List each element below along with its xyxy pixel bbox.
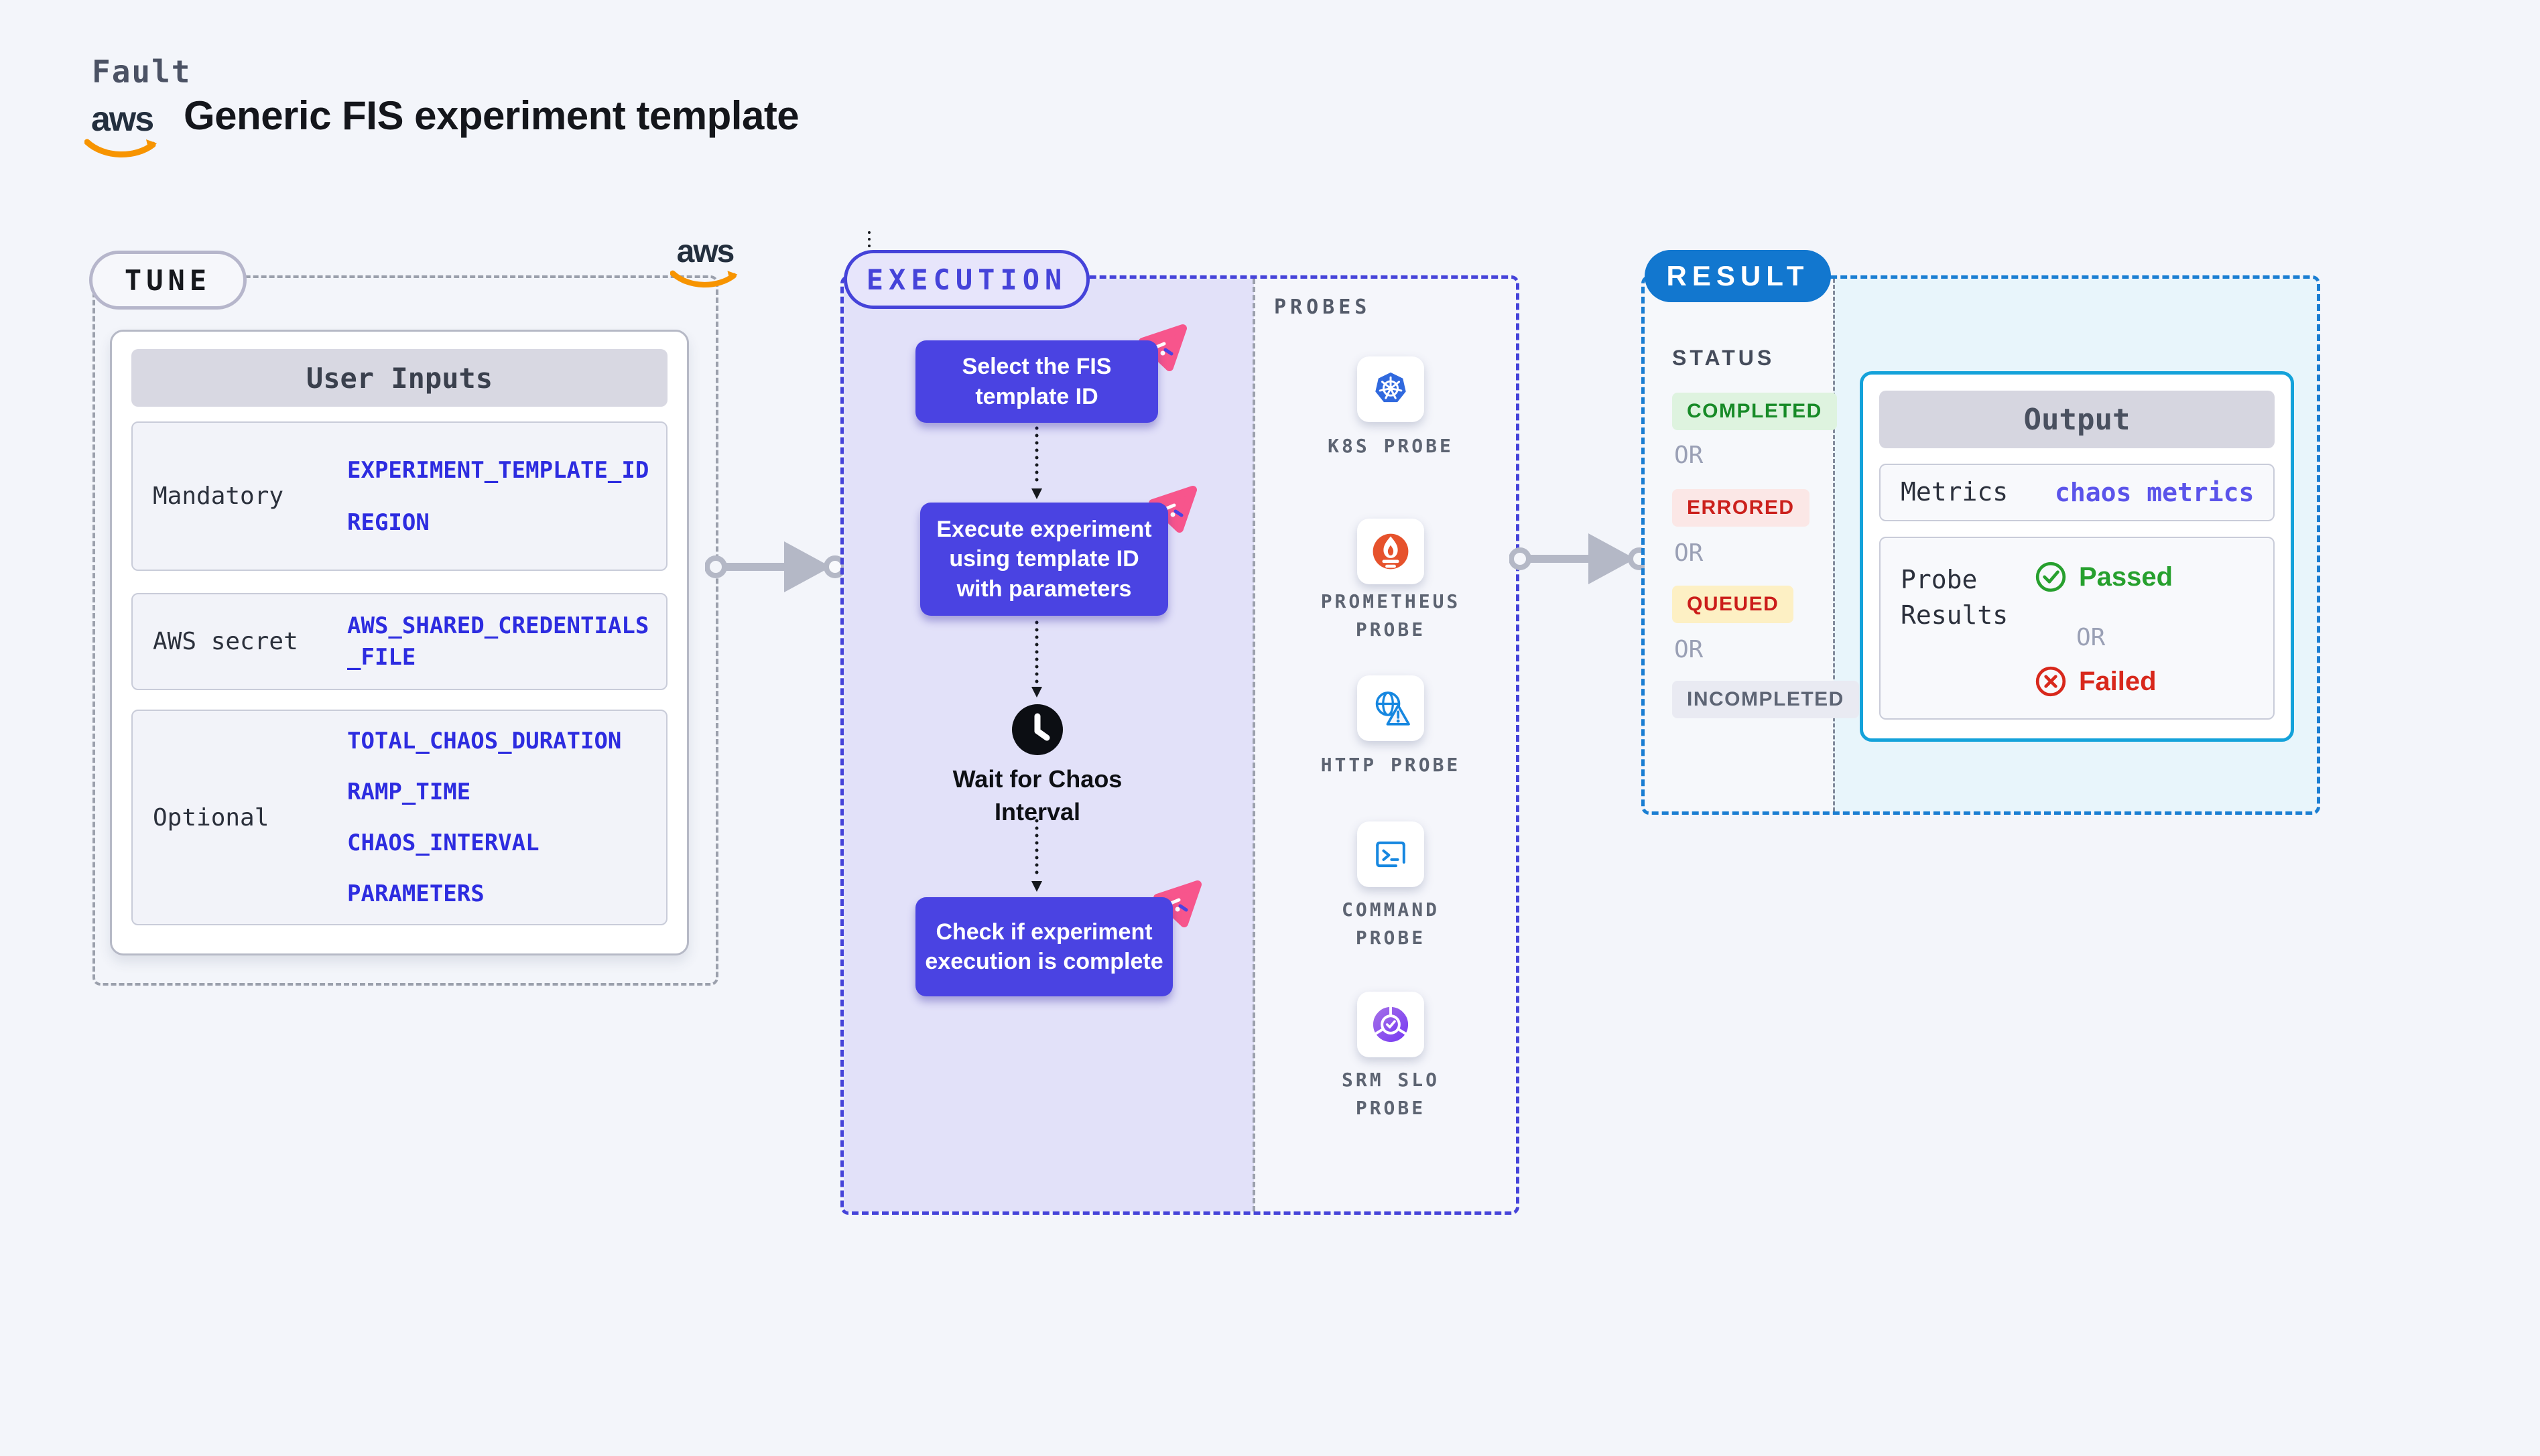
probe-card-http <box>1357 675 1424 741</box>
flow-arrow-tune-to-execution <box>705 541 846 592</box>
passed-result: Passed <box>2035 561 2173 593</box>
probe-results-label: Probe Results <box>1901 565 2009 631</box>
or-label: OR <box>1674 442 1704 469</box>
dotted-arrow <box>1031 426 1042 499</box>
param-value: CHAOS_INTERVAL <box>347 830 539 856</box>
step-check-complete: Check if experiment execution is complet… <box>915 897 1173 996</box>
output-header: Output <box>1879 391 2275 448</box>
or-label: OR <box>2076 624 2106 651</box>
failed-label: Failed <box>2079 666 2157 696</box>
param-value: PARAMETERS <box>347 880 485 907</box>
status-badge-queued: QUEUED <box>1672 586 1794 623</box>
metrics-row: Metrics chaos metrics <box>1879 464 2275 521</box>
probe-card-k8s <box>1357 356 1424 422</box>
terminal-icon <box>1376 841 1405 868</box>
execution-pill: EXECUTION <box>844 250 1090 309</box>
metrics-label: Metrics <box>1901 477 2009 507</box>
execution-section: Select the FIS template ID Execute exper… <box>840 231 1519 1215</box>
probe-label: PROMETHEUS PROBE <box>1320 590 1461 641</box>
tune-section <box>92 275 718 986</box>
aws-wordmark: aws <box>676 234 735 269</box>
probes-divider <box>1253 279 1255 1211</box>
aws-smile-icon <box>670 270 738 288</box>
output-table: Output Metrics chaos metrics Probe Resul… <box>1860 371 2294 742</box>
status-badge-incompleted: INCOMPLETED <box>1672 681 1859 718</box>
probe-card-prometheus <box>1357 519 1424 584</box>
kubernetes-icon <box>1375 372 1406 403</box>
param-value: EXPERIMENT_TEMPLATE_ID <box>347 456 649 484</box>
row-label: AWS secret <box>153 628 298 655</box>
table-row-optional: Optional TOTAL_CHAOS_DURATION RAMP_TIME … <box>131 710 668 925</box>
metrics-value: chaos metrics <box>2055 478 2255 507</box>
param-value: TOTAL_CHAOS_DURATION <box>347 728 622 754</box>
wait-for-chaos-label: Wait for Chaos Interval <box>952 765 1123 825</box>
tune-pill: TUNE <box>89 251 247 310</box>
probe-label: SRM SLO PROBE <box>1341 1069 1440 1119</box>
status-badge-completed: COMPLETED <box>1672 393 1837 430</box>
row-label: Optional <box>153 803 269 832</box>
step-select-template: Select the FIS template ID <box>915 340 1158 423</box>
aws-logo: aws <box>84 102 160 161</box>
dotted-arrow <box>1031 819 1042 892</box>
result-pill: RESULT <box>1645 250 1831 302</box>
param-value: REGION <box>347 509 430 536</box>
result-section: STATUS COMPLETED OR ERRORED OR QUEUED OR… <box>1641 275 2320 815</box>
failed-result: Failed <box>2035 665 2157 698</box>
or-label: OR <box>1674 636 1704 663</box>
or-label: OR <box>1674 539 1704 567</box>
table-row-mandatory: Mandatory EXPERIMENT_TEMPLATE_ID REGION <box>131 421 668 571</box>
user-inputs-table: User Inputs Mandatory EXPERIMENT_TEMPLAT… <box>110 330 689 955</box>
step-execute-experiment: Execute experiment using template ID wit… <box>920 503 1168 616</box>
status-title: STATUS <box>1672 346 1775 370</box>
check-circle-icon <box>2035 561 2066 592</box>
result-divider <box>1833 279 1835 811</box>
param-value: RAMP_TIME <box>347 779 471 805</box>
param-value: _FILE <box>347 644 416 671</box>
slo-donut-check-icon <box>1373 1006 1409 1043</box>
status-badge-errored: ERRORED <box>1672 489 1809 527</box>
http-globe-warning-icon <box>1375 691 1410 726</box>
flow-arrow-execution-to-result <box>1509 533 1650 584</box>
user-inputs-header: User Inputs <box>131 349 668 407</box>
probe-results-row: Probe Results Passed OR Failed <box>1879 537 2275 720</box>
param-value: AWS_SHARED_CREDENTIALS <box>347 612 649 639</box>
probe-label: K8S PROBE <box>1328 435 1454 457</box>
probe-label: COMMAND PROBE <box>1341 899 1440 949</box>
dotted-arrow <box>1031 620 1042 698</box>
status-area <box>1645 279 1834 811</box>
x-circle-icon <box>2035 666 2066 697</box>
brand-label: Fault <box>92 54 192 90</box>
passed-label: Passed <box>2079 561 2173 592</box>
aws-wordmark: aws <box>90 100 154 139</box>
probe-card-srm-slo <box>1357 992 1424 1057</box>
clock-icon <box>1012 704 1063 755</box>
prometheus-icon <box>1373 533 1409 570</box>
probe-card-command <box>1357 821 1424 887</box>
row-label: Mandatory <box>153 482 284 510</box>
aws-logo-tune: aws <box>670 236 740 291</box>
page-title: Generic FIS experiment template <box>184 93 800 138</box>
probe-label: HTTP PROBE <box>1320 754 1461 776</box>
table-row-aws-secret: AWS secret AWS_SHARED_CREDENTIALS _FILE <box>131 593 668 690</box>
probes-title: PROBES <box>1274 295 1371 319</box>
aws-smile-icon <box>84 139 157 157</box>
